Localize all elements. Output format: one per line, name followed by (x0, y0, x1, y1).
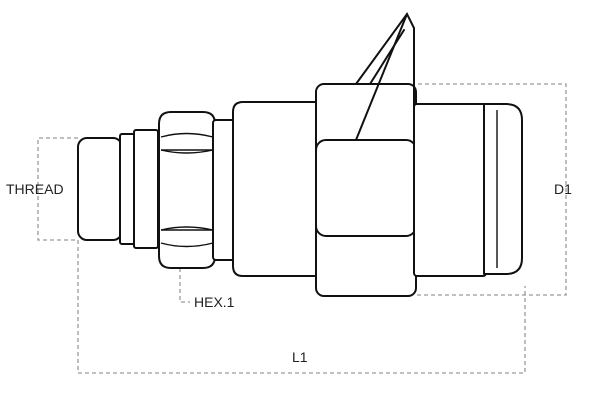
hex-label: HEX.1 (194, 294, 235, 310)
main-body (232, 101, 319, 277)
dimension-lines (37, 83, 567, 374)
length-dimension-line (77, 240, 526, 374)
length-label: L1 (292, 349, 308, 365)
diameter-label: D1 (554, 181, 572, 197)
coupling-body (77, 12, 523, 297)
diameter-dimension-line (415, 83, 567, 296)
spacer-sleeve (212, 119, 236, 261)
end-ring (483, 103, 523, 275)
hex-nut (158, 111, 216, 269)
neck (133, 129, 159, 249)
hex-dimension-line (179, 268, 190, 303)
thread-end (77, 137, 123, 241)
lever-handle (355, 12, 415, 141)
locking-collar (315, 139, 417, 237)
thread-dimension-line (37, 137, 78, 241)
socket-sleeve (413, 103, 487, 277)
thread-label: THREAD (6, 181, 64, 197)
